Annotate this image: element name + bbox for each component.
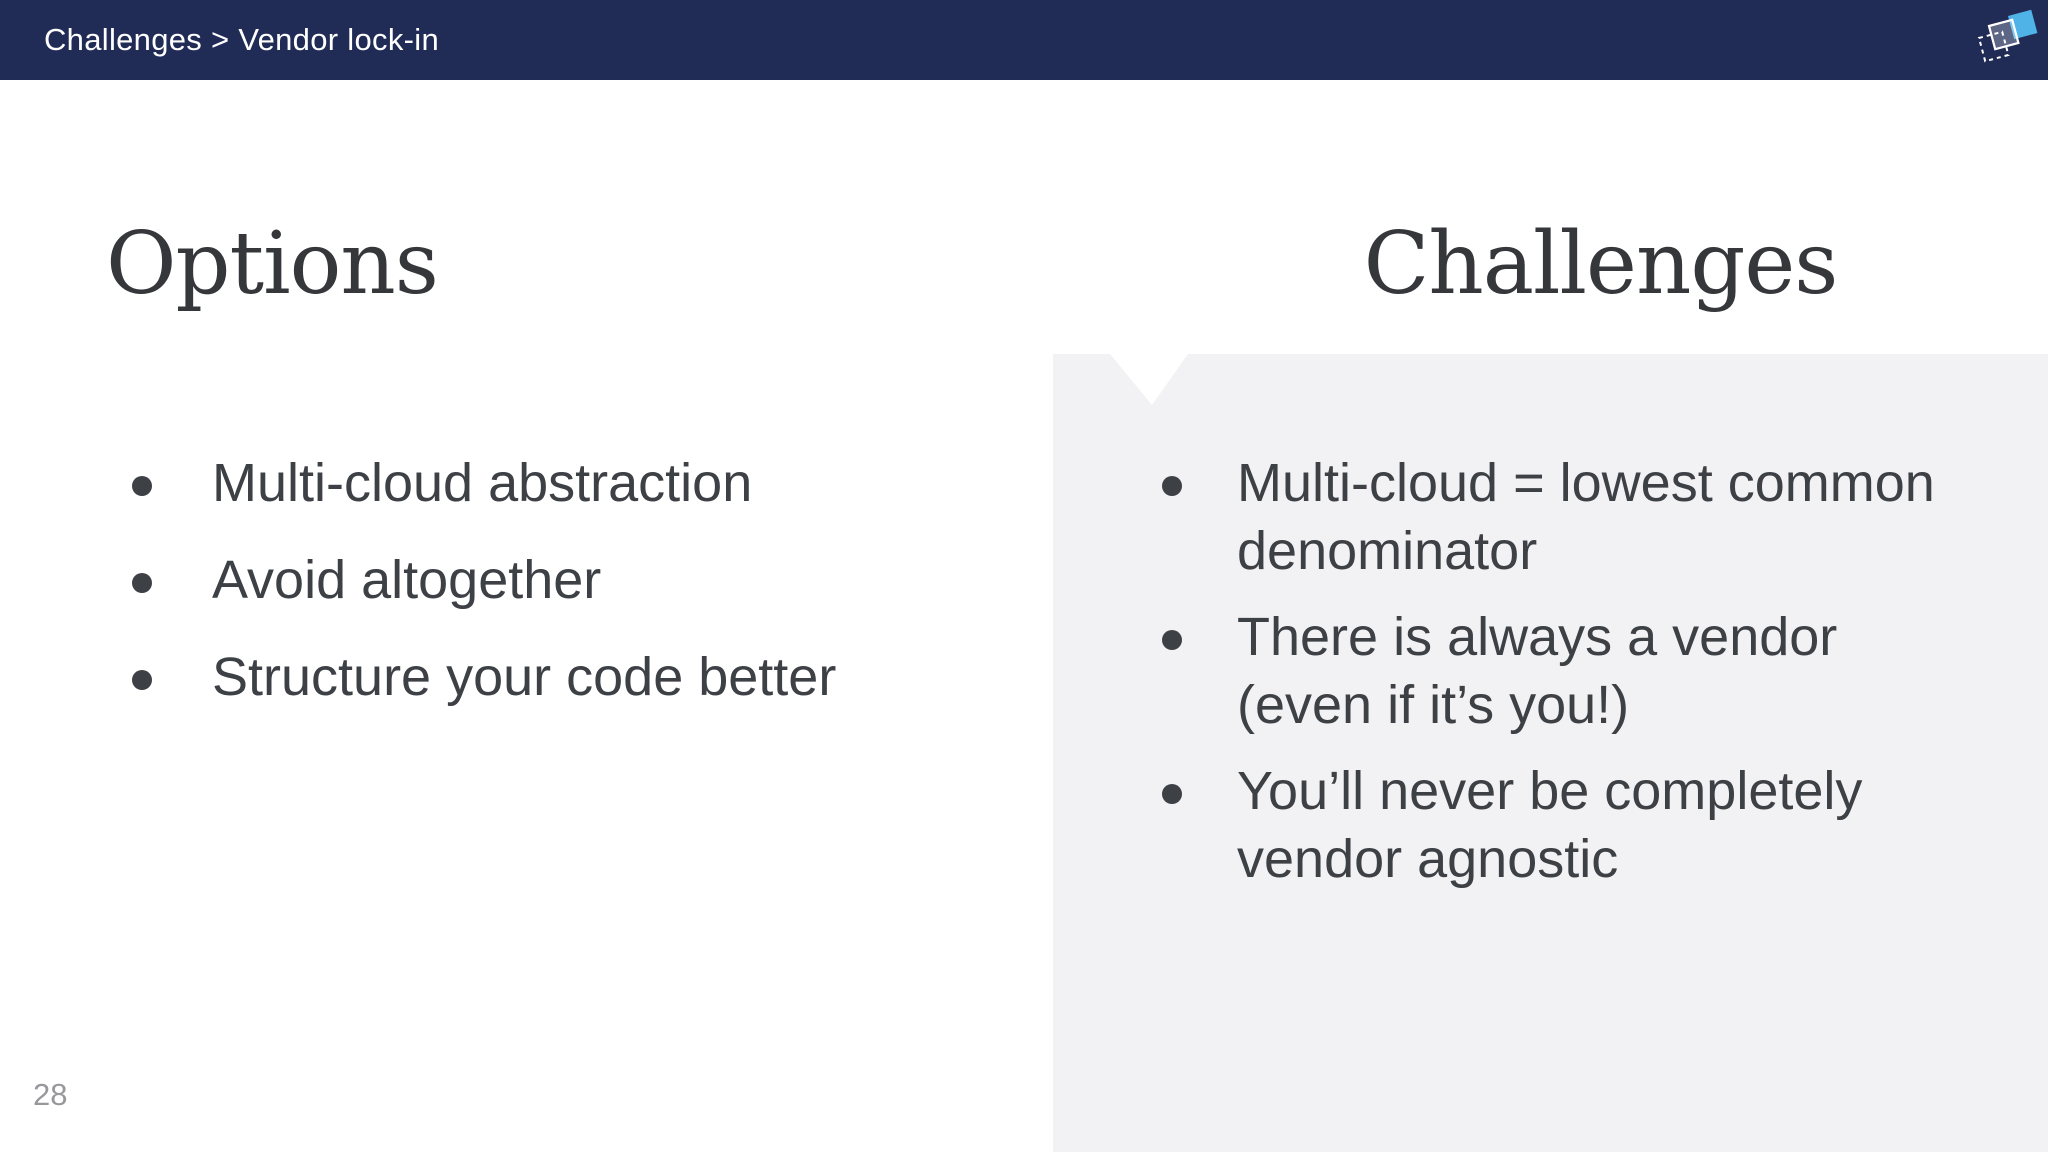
bullet-text: You’ll never be completely vendor agnost… — [1237, 761, 1863, 889]
bullet-text: Multi-cloud = lowest common denominator — [1237, 453, 1935, 581]
challenges-title: Challenges — [1363, 213, 1839, 314]
bullet-text: Multi-cloud abstraction — [212, 453, 753, 513]
bullet-icon — [132, 573, 152, 593]
list-item: Structure your code better — [132, 643, 836, 711]
bullet-icon — [1162, 476, 1182, 496]
overlapping-squares-logo-icon — [1977, 9, 2038, 63]
bullet-icon — [132, 476, 152, 496]
challenges-panel — [1053, 354, 2048, 1152]
header-bar: Challenges > Vendor lock-in — [0, 0, 2048, 80]
list-item: Avoid altogether — [132, 546, 836, 614]
page-number: 28 — [33, 1077, 68, 1112]
list-item: Multi-cloud abstraction — [132, 449, 836, 517]
options-title: Options — [106, 213, 439, 314]
bullet-text: Avoid altogether — [212, 550, 602, 610]
bullet-icon — [132, 670, 152, 690]
bullet-icon — [1162, 784, 1182, 804]
list-item: Multi-cloud = lowest common denominator — [1162, 449, 1952, 585]
list-item: You’ll never be completely vendor agnost… — [1162, 757, 1952, 893]
bullet-text: Structure your code better — [212, 647, 837, 707]
list-item: There is always a vendor (even if it’s y… — [1162, 603, 1952, 739]
breadcrumb: Challenges > Vendor lock-in — [44, 22, 439, 57]
bullet-text: There is always a vendor (even if it’s y… — [1237, 607, 1838, 735]
options-list: Multi-cloud abstraction Avoid altogether… — [132, 449, 836, 740]
challenges-list: Multi-cloud = lowest common denominator … — [1162, 449, 1952, 911]
bullet-icon — [1162, 630, 1182, 650]
